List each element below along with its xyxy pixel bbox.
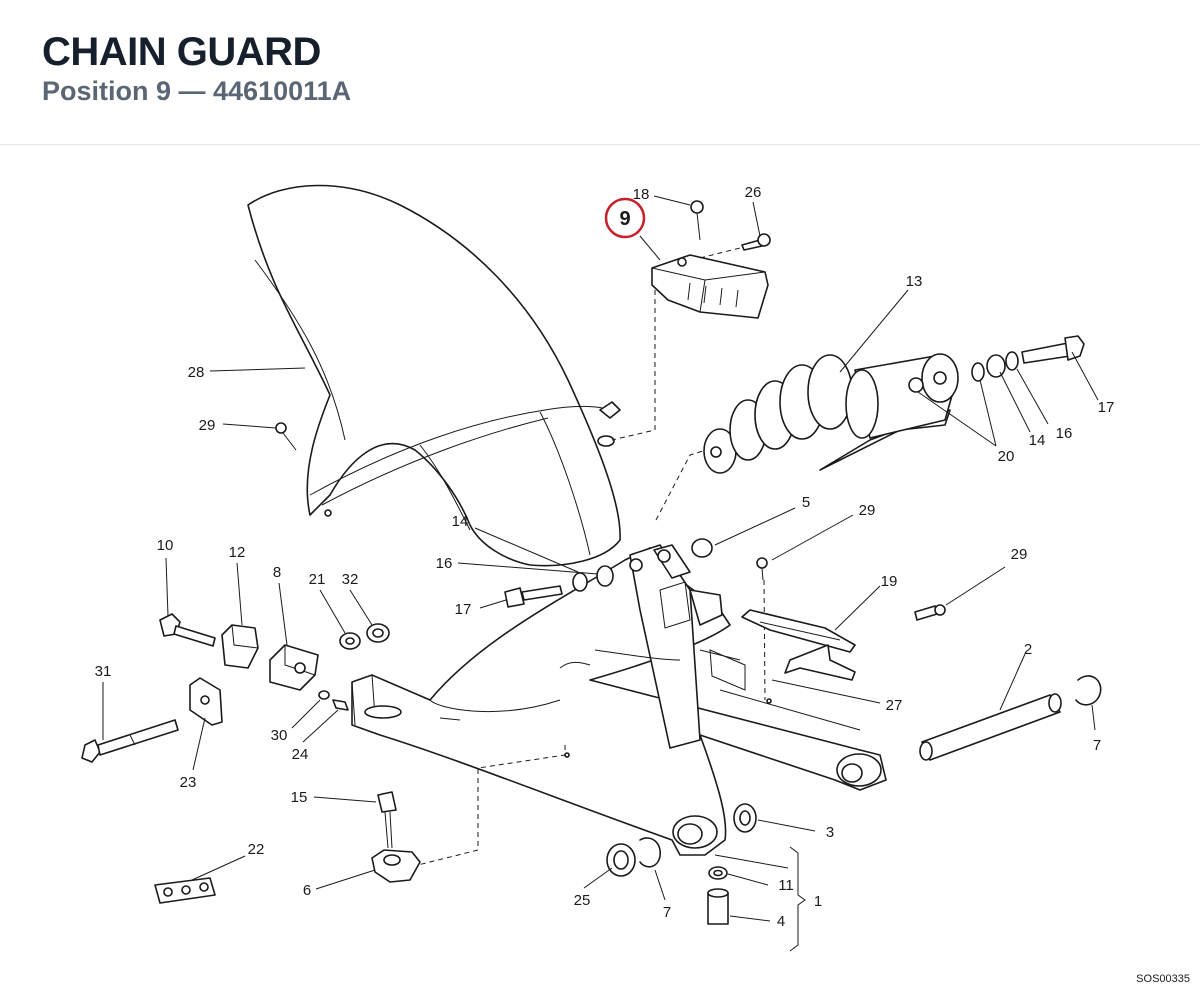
callout-29-mudguard: 29 (199, 417, 216, 434)
bolt-29-mudguard (275, 422, 297, 451)
screw-26 (699, 233, 771, 259)
callout-11: 11 (778, 877, 794, 894)
callout-28: 28 (188, 364, 205, 381)
callout-25: 25 (574, 892, 591, 909)
shock-absorber (703, 353, 959, 474)
callout-29-right: 29 (1011, 546, 1028, 563)
callout-16-swingarm: 16 (436, 555, 453, 572)
callout-27: 27 (886, 697, 903, 714)
callout-7-right: 7 (1093, 737, 1101, 754)
callout-20: 20 (998, 448, 1015, 465)
leader-lines (102, 195, 1099, 922)
page-subtitle: Position 9 — 44610011A (42, 76, 352, 106)
callout-18: 18 (633, 186, 650, 203)
callout-24: 24 (292, 746, 309, 763)
chain-adjuster-bolt-10 (159, 613, 216, 647)
callout-32: 32 (342, 571, 359, 588)
chain-link-22 (154, 877, 216, 904)
pin-31 (81, 719, 179, 763)
washer-11 (708, 866, 728, 880)
callout-14-swingarm: 14 (452, 513, 469, 530)
swingarm (351, 544, 887, 856)
rear-mudguard (247, 184, 621, 567)
exploded-parts-diagram: 9 18 26 13 28 29 17 16 14 20 14 16 5 29 … (0, 146, 1200, 991)
callout-4: 4 (777, 913, 785, 930)
washers-21-32 (339, 623, 390, 650)
group-bracket-1 (789, 846, 806, 952)
callout-labels: 18 26 13 28 29 17 16 14 20 14 16 5 29 29… (95, 184, 1115, 930)
callout-26: 26 (745, 184, 762, 201)
callout-17-swingarm: 17 (455, 601, 472, 618)
bracket-23 (189, 677, 223, 726)
callout-8: 8 (273, 564, 281, 581)
washers-14-16-swingarm (572, 565, 614, 592)
drawing-reference-code: SOS00335 (1136, 973, 1190, 985)
adjuster-block-8 (269, 644, 319, 691)
callout-7-bottom: 7 (663, 904, 671, 921)
screw-4 (707, 888, 729, 925)
callout-5: 5 (802, 494, 810, 511)
callout-22: 22 (248, 841, 265, 858)
callout-label-9: 9 (619, 208, 630, 230)
screw-29-right (914, 604, 946, 621)
bushing-25 (606, 843, 636, 877)
chain-guard-part (611, 254, 769, 441)
callout-17-shock: 17 (1098, 399, 1115, 416)
callout-16-shock: 16 (1056, 425, 1073, 442)
screw-18 (690, 200, 704, 241)
callout-13: 13 (906, 273, 923, 290)
callout-31: 31 (95, 663, 112, 680)
shock-mount-hardware (971, 335, 1085, 382)
callout-15: 15 (291, 789, 308, 806)
callout-19: 19 (881, 573, 898, 590)
callout-21: 21 (309, 571, 326, 588)
small-parts-30-24 (318, 690, 349, 711)
callout-1: 1 (814, 893, 822, 910)
callout-14-shock: 14 (1029, 432, 1046, 449)
adjuster-block-12 (221, 624, 259, 669)
highlighted-callout-9[interactable]: 9 (604, 197, 646, 239)
page-title: CHAIN GUARD (42, 30, 321, 74)
callout-29-slider: 29 (859, 502, 876, 519)
bolt-15 (377, 791, 397, 849)
callout-2: 2 (1024, 641, 1032, 658)
callout-23: 23 (180, 774, 197, 791)
washer-3 (733, 803, 757, 833)
screw-29-slider (756, 557, 768, 581)
bushing-5 (691, 538, 713, 558)
callout-12: 12 (229, 544, 246, 561)
callout-10: 10 (157, 537, 174, 554)
clamp-6 (371, 849, 421, 883)
callout-30: 30 (271, 727, 288, 744)
bolt-17-swingarm (504, 585, 563, 608)
pivot-shaft (919, 675, 1102, 761)
circlip-7 (639, 837, 661, 868)
page-header: CHAIN GUARD Position 9 — 44610011A (0, 0, 1200, 145)
chain-slider (741, 609, 856, 681)
callout-6: 6 (303, 882, 311, 899)
callout-3: 3 (826, 824, 834, 841)
